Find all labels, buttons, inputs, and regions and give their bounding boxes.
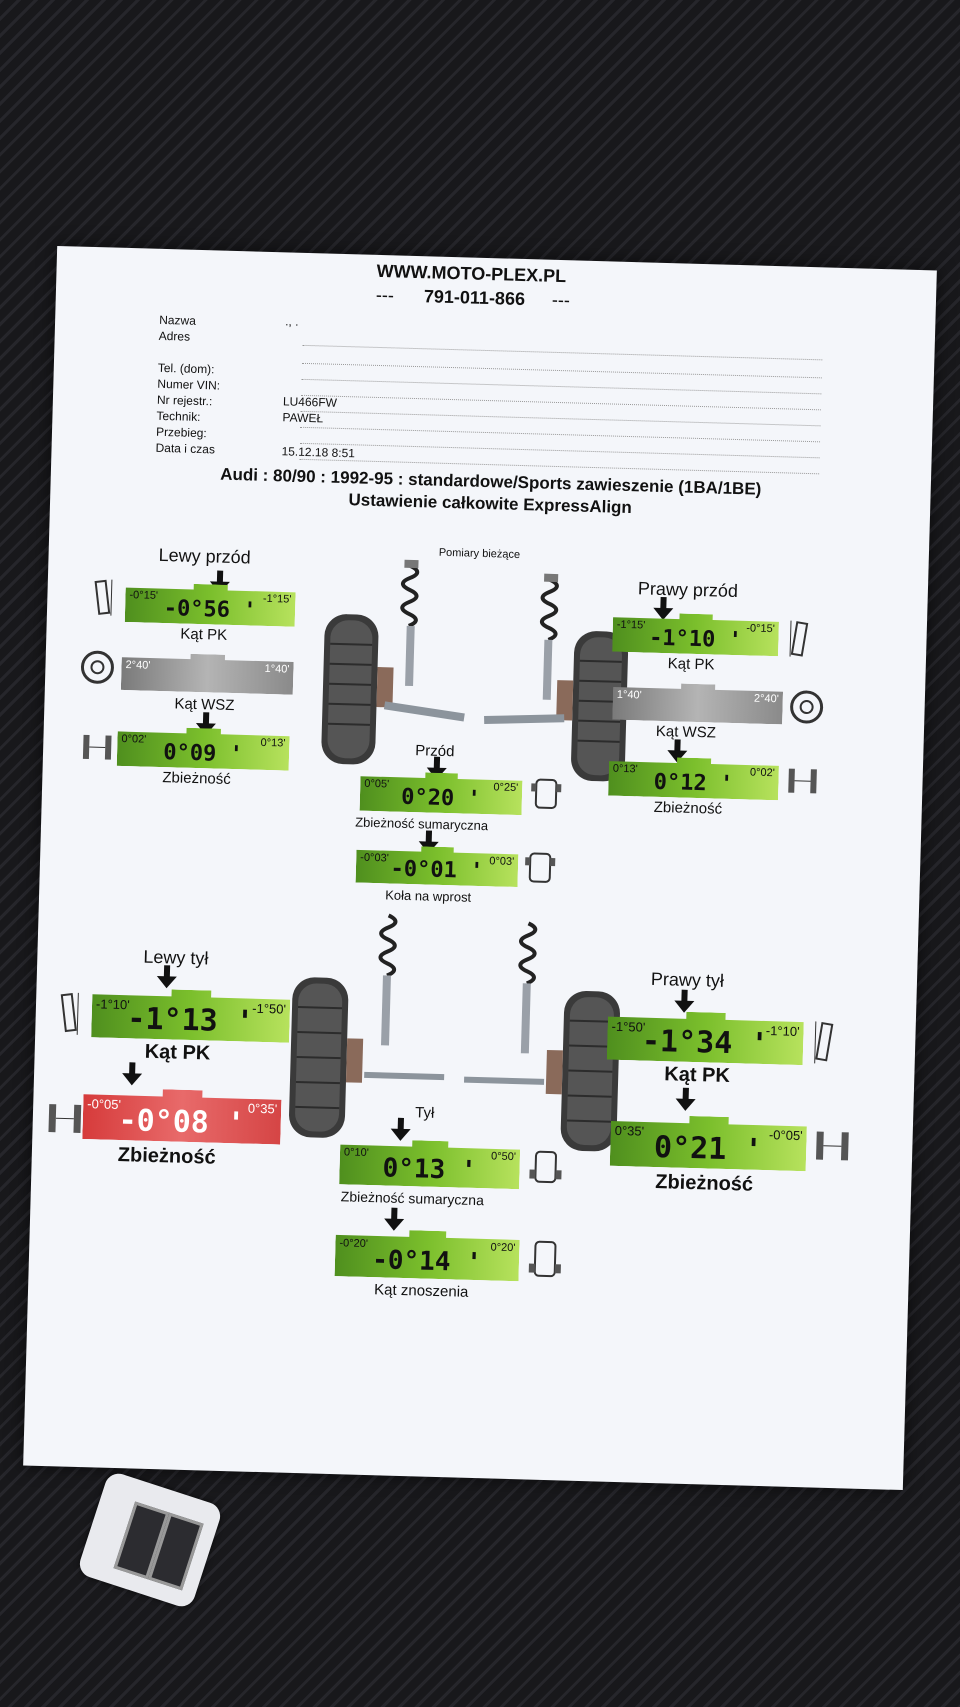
info-label-name: Nazwa <box>158 312 197 328</box>
camber-wheel-icon <box>789 620 809 657</box>
gauge-front-setback: -0°03' 0°03' -0°01 ' <box>356 845 519 888</box>
gauge-min: 2°40' <box>125 658 151 672</box>
info-line <box>302 344 823 361</box>
front-suspension-illustration <box>321 559 629 782</box>
gauge-front-right-camber: -1°15' -0°15' -1°10 ' <box>612 612 779 657</box>
label-front-setback: Koła na wprost <box>385 887 472 905</box>
gauge-value: 0°09 ' <box>162 740 244 768</box>
gauge-front-right-kpi: 1°40' 2°40' <box>612 682 783 725</box>
rear-center-title: Tył <box>414 1104 435 1122</box>
info-line <box>300 426 821 443</box>
camber-wheel-icon <box>60 992 79 1035</box>
front-right-title: Prawy przód <box>637 578 739 602</box>
info-label-mileage: Przebieg: <box>155 424 207 441</box>
gauge-front-left-toe: 0°02' 0°13' 0°09 ' <box>117 726 290 771</box>
kpi-wheel-icon <box>80 650 114 684</box>
car-top-icon <box>525 852 556 883</box>
rear-left-title: Lewy tył <box>143 946 209 969</box>
gauge-max: 2°40' <box>753 692 779 706</box>
info-value-name: ., . <box>284 314 299 329</box>
gauge-rear-right-toe: 0°35' -0°05' 0°21 ' <box>610 1114 807 1171</box>
gauge-value: 0°12 ' <box>653 770 734 798</box>
info-line <box>302 362 822 379</box>
website-header: WWW.MOTO-PLEX.PL <box>376 260 567 287</box>
label-rear-left-toe: Zbieżność <box>117 1144 216 1169</box>
toe-axle-icon <box>788 768 817 794</box>
info-value-registration: LU466FW <box>282 394 338 410</box>
gauge-front-left-kpi: 2°40' 1°40' <box>121 652 294 695</box>
label-front-left-camber: Kąt PK <box>180 625 228 644</box>
kpi-wheel-icon <box>790 690 824 724</box>
dash-right: --- <box>551 289 571 311</box>
front-left-title: Lewy przód <box>158 544 251 568</box>
info-label-phone: Tel. (dom): <box>157 360 215 377</box>
gauge-value: -1°13 ' <box>126 1001 255 1040</box>
label-rear-left-camber: Kąt PK <box>144 1040 211 1065</box>
gauge-rear-left-camber: -1°10' -1°50' -1°13 ' <box>91 987 290 1043</box>
dash-left: --- <box>375 284 395 306</box>
gauge-front-left-camber: -0°15' -1°15' -0°56 ' <box>125 582 296 627</box>
label-rear-total-toe: Zbieżność sumaryczna <box>340 1188 485 1209</box>
toe-axle-icon <box>82 734 112 760</box>
camber-wheel-icon <box>94 579 113 616</box>
toe-axle-icon <box>48 1104 82 1133</box>
phone-number: 791-011-866 <box>423 286 526 310</box>
info-line <box>299 442 820 459</box>
usb-charger <box>76 1470 224 1610</box>
info-line <box>301 394 821 411</box>
label-front-right-kpi: Kąt WSZ <box>655 722 717 742</box>
rear-suspension-illustration <box>289 913 620 1152</box>
label-rear-right-toe: Zbieżność <box>654 1171 754 1196</box>
gauge-value: 0°20 ' <box>400 785 481 813</box>
gauge-value: -1°10 ' <box>648 626 743 654</box>
info-label-vin: Numer VIN: <box>157 376 221 393</box>
gauge-rear-left-toe: -0°05' 0°35' -0°08 ' <box>82 1087 281 1145</box>
car-top-icon <box>528 1240 561 1278</box>
gauge-value: 0°21 ' <box>653 1129 763 1168</box>
info-label-datetime: Data i czas <box>155 440 216 457</box>
gauge-value: -1°34 ' <box>641 1023 769 1063</box>
info-label-registration: Nr rejestr.: <box>156 392 213 409</box>
info-label-technician: Technik: <box>156 408 201 425</box>
label-front-left-toe: Zbieżność <box>162 769 231 789</box>
info-value-technician: PAWEŁ <box>282 410 324 426</box>
toe-axle-icon <box>815 1131 849 1161</box>
label-front-total-toe: Zbieżność sumaryczna <box>355 814 489 834</box>
info-line <box>301 378 822 395</box>
rear-right-title: Prawy tył <box>650 968 725 991</box>
gauge-value: -0°08 ' <box>118 1102 246 1142</box>
gauge-rear-thrust: -0°20' 0°20' -0°14 ' <box>335 1228 520 1281</box>
info-label-address: Adres <box>158 328 191 344</box>
label-front-right-camber: Kąt PK <box>667 655 715 674</box>
alignment-report-sheet: WWW.MOTO-PLEX.PL --- 791-011-866 --- Naz… <box>23 245 937 1491</box>
gauge-min: 1°40' <box>616 688 642 702</box>
gauge-value: -0°01 ' <box>390 856 484 885</box>
info-value-datetime: 15.12.18 8:51 <box>281 444 356 461</box>
gauge-rear-right-camber: -1°50' -1°10' -1°34 ' <box>607 1010 804 1065</box>
label-rear-thrust: Kąt znoszenia <box>373 1281 469 1301</box>
label-front-right-toe: Zbieżność <box>653 798 723 818</box>
car-top-icon <box>529 1150 562 1184</box>
label-rear-right-camber: Kąt PK <box>664 1063 731 1088</box>
gauge-front-right-toe: 0°13' 0°02' 0°12 ' <box>608 756 779 801</box>
info-line <box>300 410 821 427</box>
gauge-value: -0°14 ' <box>371 1245 483 1279</box>
gauge-max: 1°40' <box>264 662 290 676</box>
car-top-icon <box>531 778 562 809</box>
gauge-value: -0°56 ' <box>163 596 257 625</box>
gauge-value: 0°13 ' <box>382 1153 477 1187</box>
camber-wheel-icon <box>814 1021 834 1064</box>
